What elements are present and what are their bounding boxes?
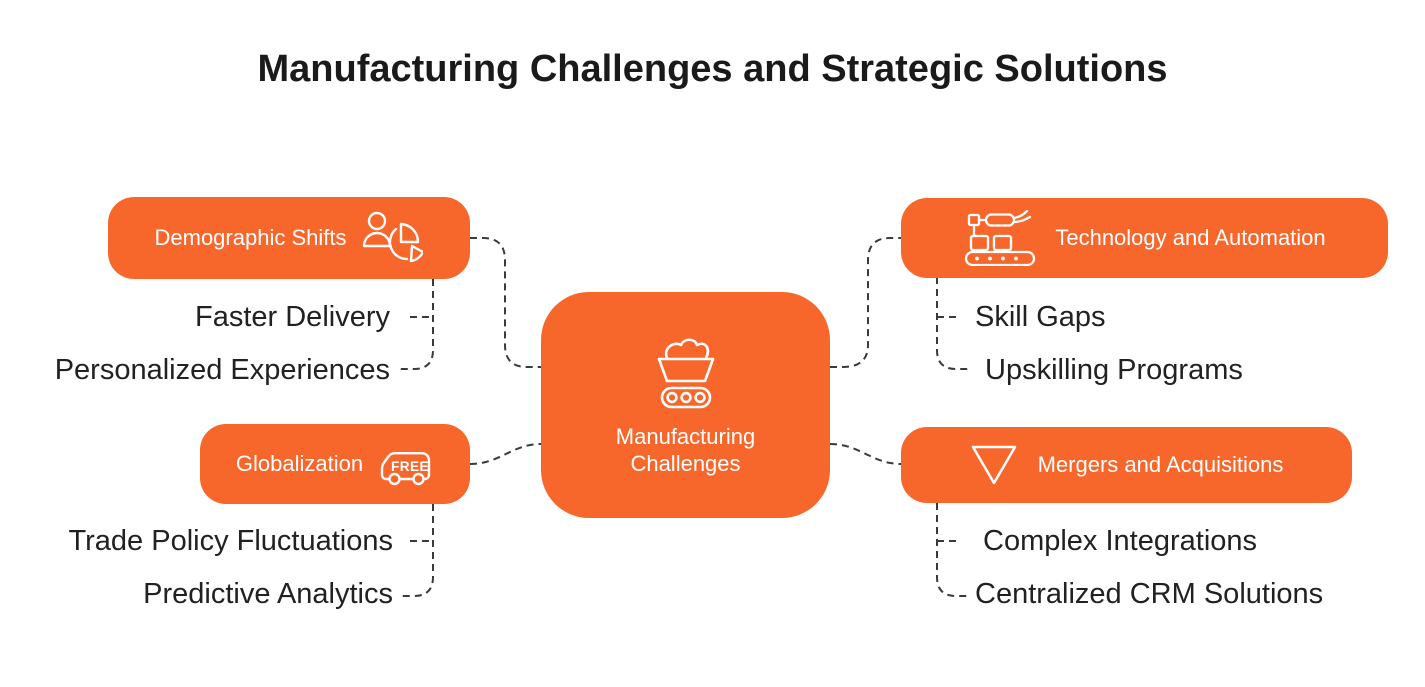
child-topic-predictive-analytics[interactable]: Predictive Analytics — [143, 578, 393, 610]
funnel-icon — [971, 445, 1016, 485]
link-demographic-to-center — [470, 237, 541, 368]
child-topic-upskilling-programs[interactable]: Upskilling Programs — [985, 354, 1243, 386]
branch-node-globalization[interactable]: Globalization FREE — [200, 424, 470, 504]
child-topic-complex-integrations[interactable]: Complex Integrations — [983, 525, 1258, 557]
link-globalization-children-trunk — [399, 504, 434, 597]
hopper-conveyor-icon — [657, 338, 714, 409]
link-center-to-mergers — [829, 443, 902, 465]
person-pie-chart-icon — [363, 211, 424, 263]
robot-arm-conveyor-icon — [965, 210, 1036, 266]
branch-node-technology-and-automation[interactable]: Technology and Automation — [901, 198, 1388, 278]
branch-label: Demographic Shifts — [154, 225, 347, 250]
child-topic-personalized-experiences[interactable]: Personalized Experiences — [54, 354, 390, 386]
child-topic-centralized-crm-solutions[interactable]: Centralized CRM Solutions — [975, 578, 1324, 610]
branch-node-demographic-shifts[interactable]: Demographic Shifts — [108, 197, 470, 279]
central-node-label: Manufacturing Challenges — [615, 424, 756, 476]
link-technology-children-trunk — [936, 277, 971, 370]
link-center-to-technology — [830, 237, 901, 368]
child-topic-skill-gaps[interactable]: Skill Gaps — [975, 301, 1106, 333]
diagram-title: Manufacturing Challenges and Strategic S… — [257, 48, 1168, 90]
branch-node-mergers-and-acquisitions[interactable]: Mergers and Acquisitions — [901, 427, 1352, 503]
child-topic-trade-policy-fluctuations[interactable]: Trade Policy Fluctuations — [68, 525, 393, 557]
svg-text:FREE: FREE — [391, 459, 429, 474]
central-node-manufacturing-challenges[interactable]: Manufacturing Challenges — [541, 292, 830, 518]
branch-label: Mergers and Acquisitions — [1037, 452, 1284, 477]
link-demographic-children-trunk — [399, 279, 434, 370]
child-topic-faster-delivery[interactable]: Faster Delivery — [195, 301, 390, 333]
branch-label: Globalization — [235, 451, 364, 476]
link-mergers-children-trunk — [936, 503, 971, 597]
branch-label: Technology and Automation — [1055, 225, 1326, 250]
link-globalization-to-center — [469, 443, 542, 465]
free-delivery-truck-icon: FREE — [380, 451, 431, 485]
